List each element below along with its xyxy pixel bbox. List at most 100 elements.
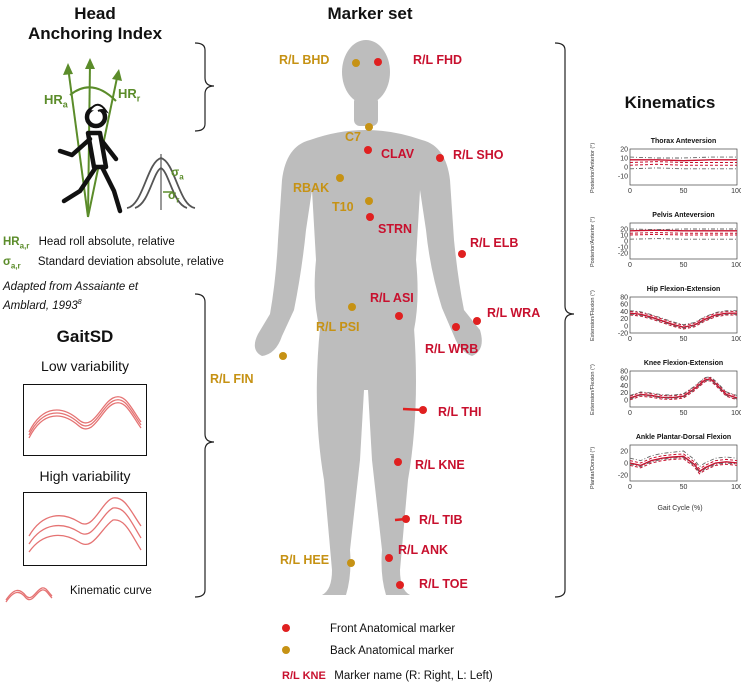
gaitsd-title: GaitSD <box>56 327 114 346</box>
series-line <box>629 233 737 236</box>
kinematics-title: Kinematics <box>624 93 716 112</box>
series-line <box>629 455 738 473</box>
marker-dot-asi <box>395 312 403 320</box>
kinematic-curve-icon <box>5 587 53 603</box>
y-tick-label: -20 <box>618 473 628 480</box>
y-tick-label: 20 <box>620 227 628 234</box>
label-toe: R/L TOE <box>419 577 468 591</box>
sigma-absolute-label: σa <box>171 165 184 182</box>
legend-front-text: Front Anatomical marker <box>330 623 456 635</box>
marker-dot-fhd <box>374 58 382 66</box>
y-tick-label: -10 <box>618 245 628 252</box>
plot-title: Ankle Plantar-Dorsal Flexion <box>635 434 732 441</box>
y-tick-label: 80 <box>620 369 628 376</box>
plot-title: Pelvis Anteversion <box>652 212 715 219</box>
marker-dot-t10 <box>365 197 373 205</box>
marker-dot-psi <box>348 303 356 311</box>
series-line <box>629 379 738 400</box>
series-line <box>629 376 738 397</box>
plot-frame <box>629 370 738 408</box>
y-tick-label: 20 <box>620 390 628 397</box>
series-line <box>629 314 737 330</box>
x-tick-label: 0 <box>628 262 632 269</box>
marker-dot-wrb <box>452 323 460 331</box>
label-kne: R/L KNE <box>415 458 465 472</box>
x-tick-label: 0 <box>628 188 632 195</box>
legend-name-row: R/L KNE Marker name (R: Right, L: Left) <box>282 670 493 682</box>
label-psi: R/L PSI <box>316 320 360 334</box>
label-asi: R/L ASI <box>370 291 414 305</box>
label-c7: C7 <box>345 130 361 144</box>
series-line <box>629 163 737 166</box>
y-tick-label: 10 <box>620 233 628 240</box>
series-line <box>629 450 738 468</box>
marker-dot-kne <box>394 458 402 466</box>
y-tick-label: 20 <box>620 147 628 154</box>
distribution-curves <box>126 154 196 210</box>
head-bracket <box>194 42 215 132</box>
marker-dot-c7 <box>365 123 373 131</box>
x-tick-label: 0 <box>628 410 632 417</box>
y-tick-label: 0 <box>624 165 628 172</box>
marker-dot-ank <box>385 554 393 562</box>
y-tick-label: 0 <box>624 323 628 330</box>
series-line <box>630 159 737 162</box>
y-tick-label: 20 <box>620 316 628 323</box>
y-tick-label: -20 <box>618 251 628 258</box>
high-variability-box <box>23 492 147 566</box>
plot-title: Thorax Anteversion <box>650 138 717 145</box>
x-tick-label: 0 <box>628 336 632 343</box>
label-elb: R/L ELB <box>470 236 519 250</box>
y-tick-label: 40 <box>620 383 628 390</box>
marker-dot-sho <box>436 154 444 162</box>
y-tick-label: 80 <box>620 295 628 302</box>
series-line <box>629 376 738 396</box>
citation: Adapted from Assaiante et Amblard, 19938 <box>3 281 139 312</box>
label-fhd: R/L FHD <box>413 53 463 67</box>
hr-legend: HRa,r Head roll absolute, relative <box>3 236 175 251</box>
label-clav: CLAV <box>381 147 415 161</box>
x-tick-label: 50 <box>680 410 688 417</box>
high-variability-label: High variability <box>39 468 131 484</box>
y-tick-label: 20 <box>620 449 628 456</box>
marker-dot-rbak <box>336 174 344 182</box>
marker-dot-fin <box>279 352 287 360</box>
x-tick-label: 0 <box>628 484 632 491</box>
plot-title: Hip Flexion-Extension <box>646 286 721 293</box>
series-line <box>629 312 737 328</box>
label-ank: R/L ANK <box>398 543 448 557</box>
label-wra: R/L WRA <box>487 306 541 320</box>
y-tick-label: -20 <box>618 331 628 338</box>
sigma-relative-label: σr <box>168 188 180 205</box>
label-bhd: R/L BHD <box>279 53 330 67</box>
x-tick-label: 100 <box>731 262 741 269</box>
y-tick-label: 10 <box>620 156 628 163</box>
label-t10: T10 <box>332 200 354 214</box>
marker-dot-toe <box>396 581 404 589</box>
label-fin: R/L FIN <box>210 372 254 386</box>
label-hee: R/L HEE <box>280 553 330 567</box>
y-tick-label: 0 <box>624 239 628 246</box>
x-tick-label: 50 <box>680 336 688 343</box>
hr-absolute-arrow <box>67 66 89 218</box>
tib-wand <box>394 517 407 522</box>
gaitsd-bracket <box>194 293 215 598</box>
marker-dot-strn <box>366 213 374 221</box>
kinematics-xlabel: Gait Cycle (%) <box>657 505 703 512</box>
plot-frame <box>629 148 738 186</box>
x-tick-label: 100 <box>731 410 741 417</box>
y-tick-label: -10 <box>618 174 628 181</box>
legend-dots <box>282 624 290 654</box>
marker-dot-bhd <box>352 59 360 67</box>
y-tick-label: 40 <box>620 309 628 316</box>
